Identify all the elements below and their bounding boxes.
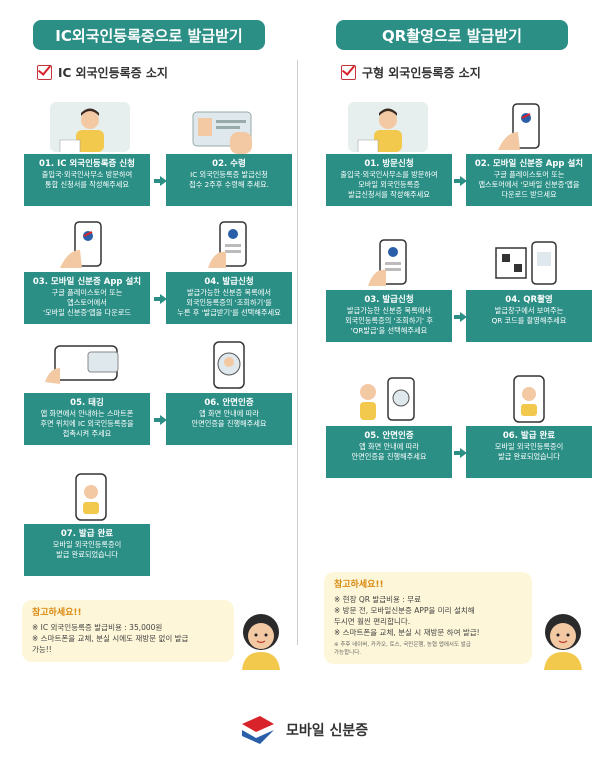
step-description: 앱 화면 안내에 따라 안면인증을 진행해주세요: [351, 442, 427, 461]
left-column-title: IC외국인등록증으로 발급받기: [33, 20, 265, 50]
left-step-7: 07. 발급 완료 모바일 외국인등록증이 발급 완료되었습니다: [24, 524, 150, 576]
note-line: ※ IC 외국인등록증 발급비용 : 35,000원: [32, 623, 163, 632]
logo-text: 모바일 신분증: [286, 723, 369, 739]
step-description: 발급가능한 신분증 목록에서 외국인등록증의 '조회하기' 후 'QR발급'을 …: [345, 306, 433, 335]
left-step-5: 05. 태깅 앱 화면에서 안내하는 스마트폰 후면 위치에 IC 외국인등록증…: [24, 393, 150, 445]
arrow-right-icon: [154, 176, 167, 186]
face-auth-illustration: [213, 341, 245, 389]
step-title: 05. 태깅: [70, 398, 104, 408]
id-card-hand-illustration: [192, 111, 252, 154]
guide-woman-illustration: [544, 614, 582, 670]
left-step-3: 03. 모바일 신분증 App 설치 구글 플레이스토어 또는 앱스토어에서 '…: [24, 272, 150, 324]
right-step-1: 01. 방문신청 출입국·외국인사무소를 방문하여 모바일 외국인등록증 발급신…: [326, 154, 452, 206]
step-title: 02. 모바일 신분증 App 설치: [474, 159, 584, 169]
phone-app-illustration: [498, 103, 540, 150]
qr-scan-illustration: [495, 241, 557, 285]
step-description: 출입국·외국인사무소를 방문하여 모바일 외국인등록증 발급신청서를 작성해주세…: [340, 170, 438, 199]
arrow-right-icon: [154, 294, 167, 304]
step-title: 04. QR촬영: [505, 295, 553, 305]
arrow-right-icon: [454, 176, 467, 186]
right-step-3: 03. 발급신청 발급가능한 신분증 목록에서 외국인등록증의 '조회하기' 후…: [326, 290, 452, 342]
guide-woman-illustration: [242, 614, 280, 670]
phone-menu-illustration: [208, 221, 247, 268]
issue-complete-illustration: [75, 473, 107, 521]
phone-tagging-illustration: [45, 345, 119, 384]
left-subheading: IC 외국인등록증 소지: [37, 64, 168, 81]
step-title: 04. 발급신청: [204, 277, 254, 287]
step-description: 구글 플레이스토어 또는 앱스토어에서 '모바일 신분증'앱을 다운로드 받으세…: [478, 170, 580, 199]
left-step-2: 02. 수령 IC 외국인등록증 발급신청 접수 2주후 수령해 주세요.: [166, 154, 292, 206]
step-description: IC 외국인등록증 발급신청 접수 2주후 수령해 주세요.: [189, 170, 269, 189]
right-step-2: 02. 모바일 신분증 App 설치 구글 플레이스토어 또는 앱스토어에서 '…: [466, 154, 592, 206]
step-description: 발급창구에서 보여주는 QR 코드를 촬영해주세요: [491, 306, 567, 325]
step-title: 06. 발급 완료: [502, 431, 556, 441]
right-note-box: 참고하세요!! ※ 현장 QR 발급비용 : 무료 ※ 방문 전, 모바일신분증…: [324, 572, 532, 664]
left-subheading-label: IC 외국인등록증 소지: [58, 66, 168, 80]
right-subheading-label: 구형 외국인등록증 소지: [362, 66, 481, 80]
right-column-title: QR촬영으로 발급받기: [336, 20, 568, 50]
issue-complete-illustration: [513, 375, 545, 423]
right-step-6: 06. 발급 완료 모바일 외국인등록증이 발급 완료되었습니다: [466, 426, 592, 478]
right-subheading: 구형 외국인등록증 소지: [341, 64, 481, 81]
mobile-id-logo-icon: [242, 716, 274, 744]
checkbox-icon: [341, 65, 356, 80]
face-auth-illustration: [360, 377, 415, 421]
step-description: 모바일 외국인등록증이 발급 완료되었습니다: [494, 442, 564, 461]
step-title: 02. 수령: [212, 159, 246, 169]
step-title: 01. 방문신청: [364, 159, 414, 169]
note-footnote: ※ 추후 네이버, 카카오, 토스, 국민은행, 농협 앱에서도 발급 가능합니…: [334, 642, 471, 656]
note-line: ※ 스마트폰을 교체, 분실 시 재방문 하여 발급!: [334, 628, 480, 637]
note-line: ※ 스마트폰을 교체, 분실 시에도 재방문 없이 발급 가능!!: [32, 634, 189, 654]
note-line: ※ 현장 QR 발급비용 : 무료: [334, 595, 422, 604]
step-title: 03. 모바일 신분증 App 설치: [32, 277, 142, 287]
step-description: 앱 화면 안내에 따라 안면인증을 진행해주세요: [191, 409, 267, 428]
left-step-4: 04. 발급신청 발급가능한 신분증 목록에서 외국인등록증의 '조회하기'를 …: [166, 272, 292, 324]
left-step-1: 01. IC 외국인등록증 신청 출입국·외국인사무소 방문하여 통합 신청서를…: [24, 154, 150, 206]
step-title: 03. 발급신청: [364, 295, 414, 305]
step-description: 구글 플레이스토어 또는 앱스토어에서 '모바일 신분증'앱을 다운로드: [43, 288, 131, 317]
left-step-6: 06. 안면인증 앱 화면 안내에 따라 안면인증을 진행해주세요: [166, 393, 292, 445]
arrow-right-icon: [154, 415, 167, 425]
step-title: 05. 안면인증: [364, 431, 414, 441]
note-title: 참고하세요!!: [32, 608, 82, 618]
phone-app-illustration: [60, 221, 102, 268]
left-note-box: 참고하세요!! ※ IC 외국인등록증 발급비용 : 35,000원 ※ 스마트…: [22, 600, 234, 662]
right-step-4: 04. QR촬영 발급창구에서 보여주는 QR 코드를 촬영해주세요: [466, 290, 592, 342]
note-title: 참고하세요!!: [334, 580, 384, 590]
checkbox-icon: [37, 65, 52, 80]
step-title: 06. 안면인증: [204, 398, 254, 408]
step-description: 앱 화면에서 안내하는 스마트폰 후면 위치에 IC 외국인등록증을 접촉시켜 …: [40, 409, 134, 438]
column-divider: [297, 60, 298, 645]
step-title: 01. IC 외국인등록증 신청: [39, 159, 135, 169]
step-description: 발급가능한 신분증 목록에서 외국인등록증의 '조회하기'를 누른 후 '발급받…: [177, 288, 281, 317]
phone-menu-illustration: [368, 239, 407, 286]
step-title: 07. 발급 완료: [60, 529, 114, 539]
note-line: ※ 방문 전, 모바일신분증 APP을 미리 설치해 두시면 훨씬 편리합니다.: [334, 606, 475, 626]
right-step-5: 05. 안면인증 앱 화면 안내에 따라 안면인증을 진행해주세요: [326, 426, 452, 478]
office-clerk-illustration: [50, 102, 130, 152]
arrow-right-icon: [454, 448, 467, 458]
step-description: 출입국·외국인사무소 방문하여 통합 신청서를 작성해주세요: [41, 170, 133, 189]
mobile-id-logo: 모바일 신분증: [238, 716, 368, 744]
step-description: 모바일 외국인등록증이 발급 완료되었습니다: [52, 540, 122, 559]
arrow-right-icon: [454, 312, 467, 322]
office-clerk-illustration: [348, 102, 428, 152]
